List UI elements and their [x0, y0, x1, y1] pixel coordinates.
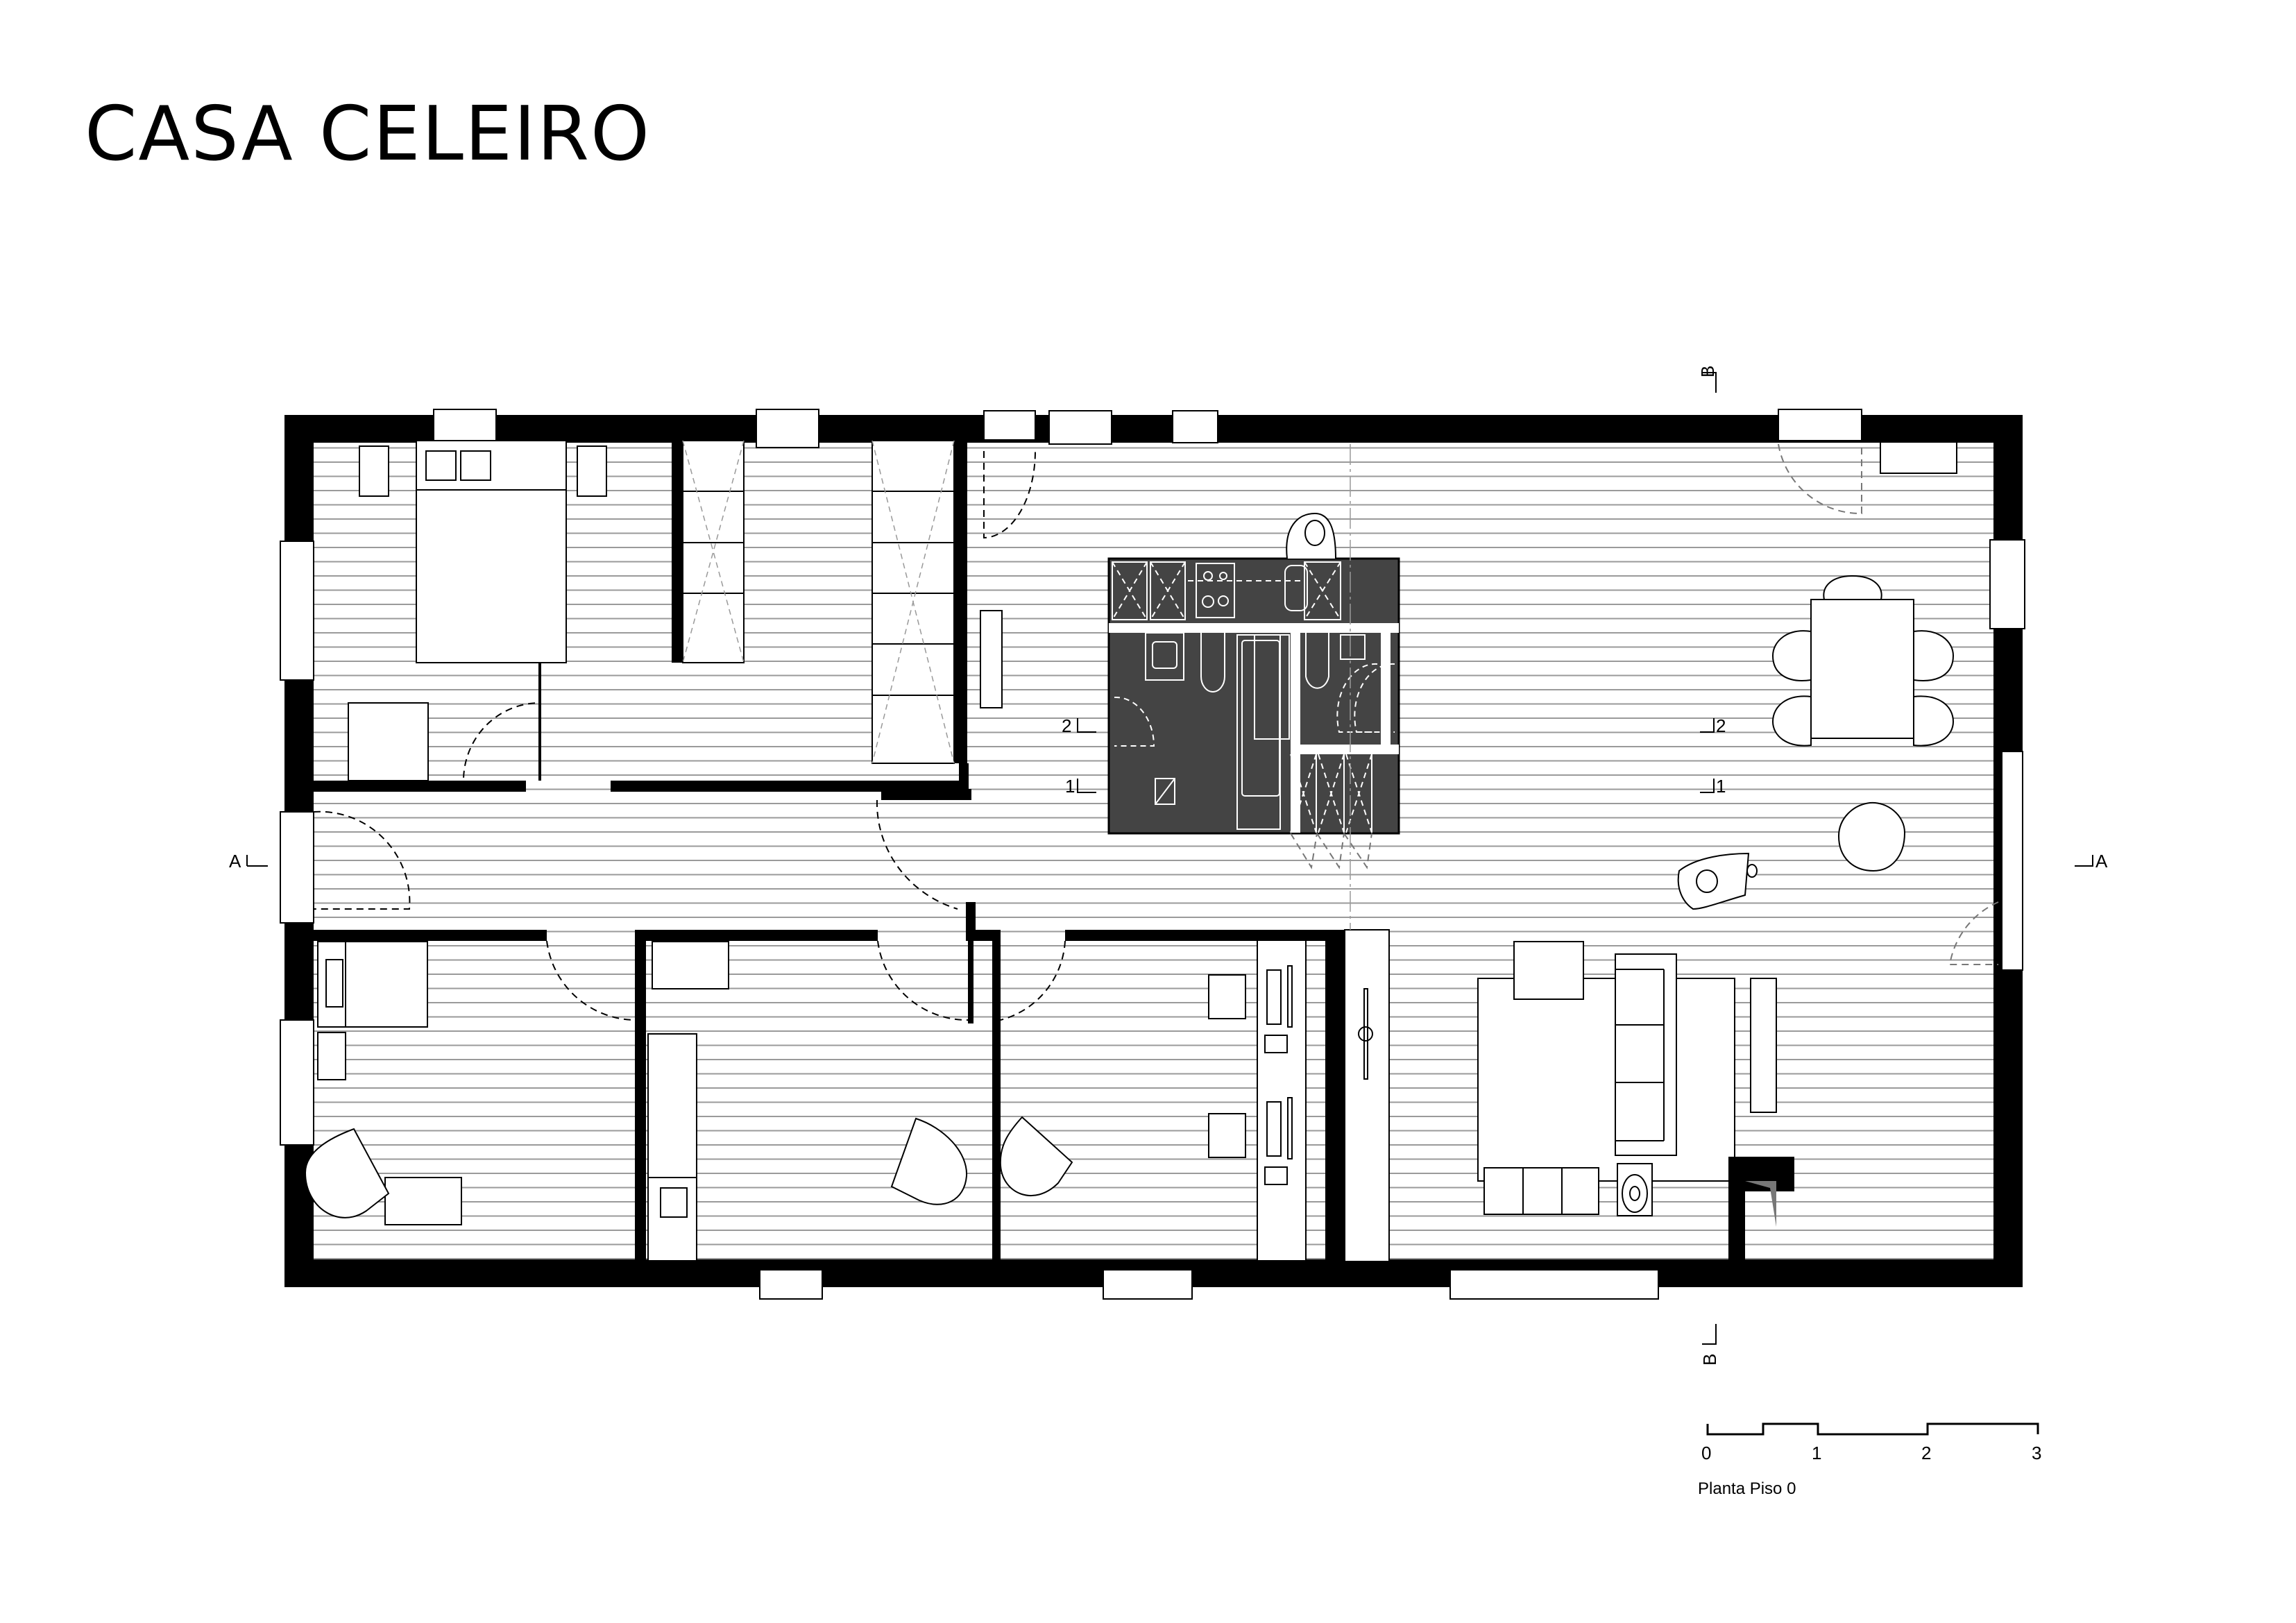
- dining-area: [1771, 441, 1957, 872]
- cooktop: [1196, 563, 1235, 618]
- desk-chair-1: [1208, 974, 1246, 1019]
- armchair: [999, 1116, 1073, 1196]
- windows-left: [280, 541, 314, 1146]
- coat-bench: [980, 610, 1003, 708]
- dining-table: [1810, 599, 1914, 739]
- shower: [1254, 634, 1290, 740]
- door-swing-kitchen: [983, 450, 1036, 539]
- cabinet: [384, 1177, 462, 1225]
- door-swing-dining: [1778, 443, 1862, 515]
- section-marker-B-bottom: B: [1699, 1324, 1720, 1366]
- door-swing-office: [1000, 940, 1066, 1021]
- side-cabinet: [1880, 441, 1957, 474]
- armchair: [304, 1128, 390, 1218]
- bench: [348, 702, 429, 781]
- svg-text:2: 2: [1716, 715, 1726, 736]
- nightstand-right: [577, 445, 607, 497]
- office-furniture: [999, 940, 1307, 1261]
- single-bed: [647, 1033, 697, 1261]
- section-marker-B-top: B: [1697, 366, 1718, 393]
- svg-text:A: A: [229, 851, 241, 872]
- interior-walls: [304, 441, 1346, 1261]
- section-marker-1-right: 1: [1700, 776, 1726, 797]
- svg-text:B: B: [1697, 366, 1718, 377]
- round-pouf: [1837, 801, 1906, 872]
- walk-in-closet: [682, 440, 955, 764]
- windows-right: [1989, 539, 2025, 971]
- svg-text:1: 1: [1812, 1443, 1821, 1463]
- svg-text:1: 1: [1065, 776, 1075, 797]
- plan-caption: Planta Piso 0: [1698, 1479, 1796, 1498]
- sink: [1284, 565, 1308, 611]
- door-swing-terrace: [1948, 901, 1999, 965]
- door-swing-bedroom3: [877, 940, 969, 1021]
- living-room: [1477, 941, 1794, 1261]
- section-marker-2-right: 2: [1700, 715, 1726, 736]
- master-bedroom-furniture: [348, 440, 607, 781]
- windows-bottom: [759, 1269, 1659, 1300]
- page-title: CASA CELEIRO: [85, 91, 652, 178]
- nightstand-left: [359, 445, 389, 497]
- bedroom-3-furniture: [647, 941, 968, 1261]
- windows-top: [433, 409, 1862, 448]
- section-marker-2-left: 2: [1062, 715, 1096, 736]
- toilet: [1200, 633, 1225, 692]
- svg-text:A: A: [2095, 851, 2108, 872]
- desk-chair-2: [1208, 1113, 1246, 1158]
- washbasin-2: [1340, 634, 1366, 660]
- bedroom-2-furniture: [304, 941, 462, 1225]
- entry-coat-rack: [1344, 929, 1390, 1262]
- section-marker-A-left: A: [229, 851, 268, 872]
- svg-text:2: 2: [1062, 715, 1071, 736]
- sofa-2: [1483, 1167, 1599, 1215]
- ottoman: [1513, 941, 1584, 1000]
- person-cooking-icon: [1286, 512, 1336, 559]
- svg-text:2: 2: [1921, 1443, 1931, 1463]
- rug: [1477, 978, 1735, 1182]
- door-swing-master: [463, 702, 541, 781]
- people-icon: [1677, 852, 1758, 910]
- sofa: [1615, 953, 1677, 1156]
- door-swing-bedroom2: [546, 940, 636, 1021]
- sideboard: [1750, 978, 1777, 1113]
- desk: [317, 1032, 346, 1080]
- washbasin: [1145, 632, 1184, 681]
- scale-bar: 0 1 2 3: [1701, 1422, 2041, 1463]
- door-swing-hall: [876, 799, 958, 910]
- svg-text:B: B: [1699, 1354, 1720, 1366]
- desk: [652, 941, 729, 989]
- svg-text:3: 3: [2032, 1443, 2041, 1463]
- section-marker-1-left: 1: [1065, 776, 1096, 797]
- svg-text:0: 0: [1701, 1443, 1711, 1463]
- svg-text:1: 1: [1716, 776, 1726, 797]
- toilet-2: [1305, 633, 1329, 689]
- kitchen-bath-core: [1107, 557, 1400, 835]
- section-marker-A-right: A: [2075, 851, 2108, 872]
- armchair: [890, 1117, 968, 1205]
